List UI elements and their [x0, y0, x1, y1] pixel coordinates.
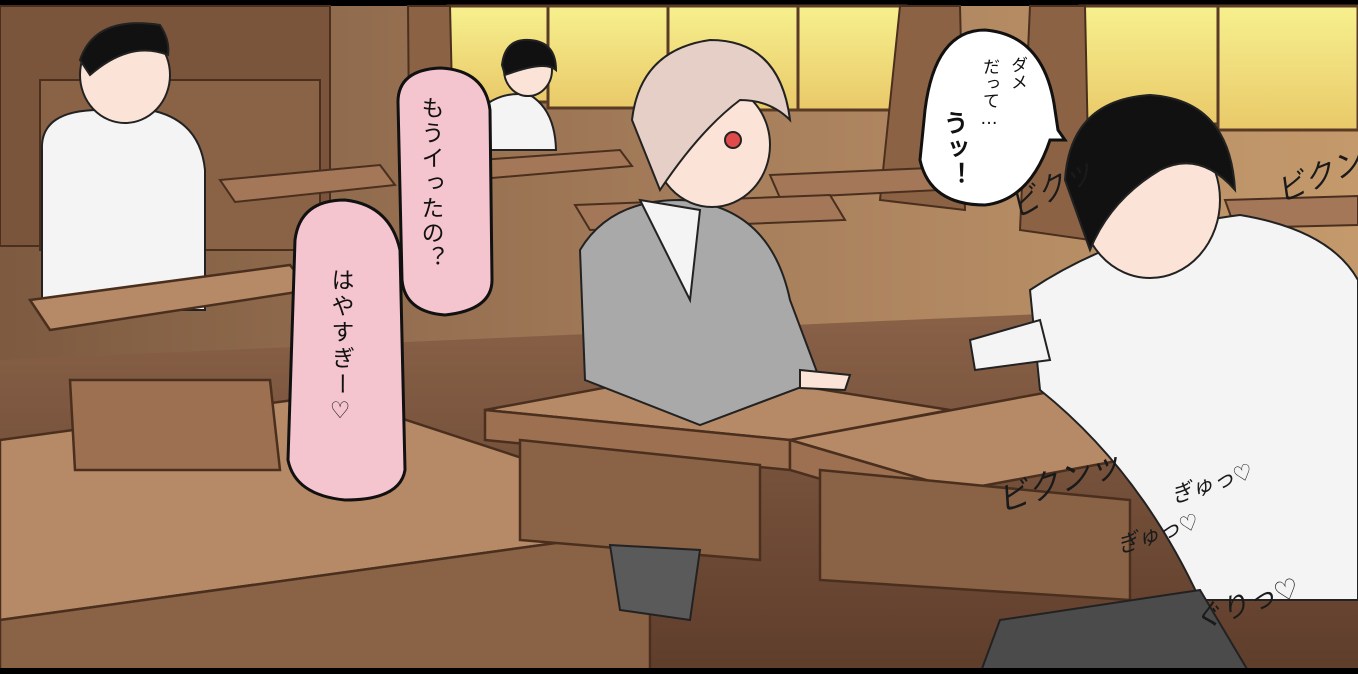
desk-front	[0, 528, 652, 674]
hair	[1063, 93, 1237, 253]
foreground-desks-left	[0, 263, 652, 674]
boy-background	[478, 38, 558, 151]
pink-bubble-text-2: はやすぎー♡	[327, 268, 353, 427]
pants	[978, 588, 1252, 674]
white-bubble	[918, 28, 1068, 207]
white-bubble-text-1: ダメ	[1007, 56, 1027, 90]
girl	[578, 38, 852, 622]
collar	[638, 198, 702, 304]
hair	[78, 22, 170, 77]
pink-bubble-1	[396, 66, 494, 317]
hair	[500, 38, 558, 77]
window-pane	[796, 4, 908, 112]
window-pane	[1216, 4, 1358, 132]
pink-bubble-text-1: もうイったの？	[417, 96, 443, 271]
white-bubble-text-2: だって…	[979, 58, 999, 129]
top-border	[0, 0, 1358, 6]
white-bubble-text-3: うッ！	[940, 110, 969, 188]
shirt	[478, 93, 558, 151]
bottom-border	[0, 668, 1358, 674]
desk-box	[518, 438, 762, 562]
boy-right	[968, 93, 1358, 674]
sleeve	[968, 318, 1052, 372]
eye	[724, 131, 742, 149]
pink-bubble-2	[286, 198, 407, 502]
boy-top-left	[40, 22, 206, 311]
chair-back	[68, 378, 282, 472]
skirt	[608, 543, 702, 622]
desk	[218, 163, 397, 204]
hand	[799, 368, 852, 392]
hair	[630, 38, 792, 193]
